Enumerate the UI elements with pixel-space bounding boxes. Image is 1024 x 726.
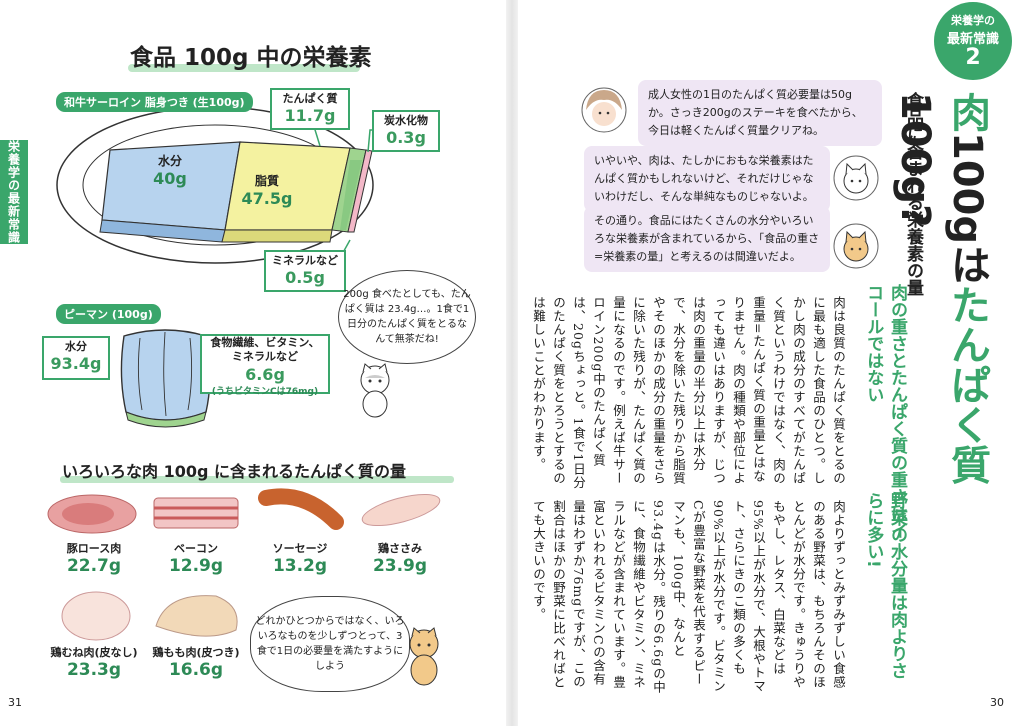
meat-value: 22.7g [66, 556, 122, 576]
left-page: 栄養学の最新常識 食品 100g 中の栄養素 和牛サーロイン 脂身つき (生10… [0, 0, 506, 726]
chicken-tender-image [361, 493, 441, 527]
title-part3: たんぱく質 [944, 284, 990, 485]
meat-value: 16.6g [168, 660, 224, 680]
steak-plate-illustration [56, 106, 380, 264]
section-badge: 栄養学の 最新常識 2 [934, 2, 1012, 80]
cat-avatar-icon [833, 155, 879, 201]
meat-value: 23.9g [372, 556, 428, 576]
left-title: 食品 100g 中の栄養素 [130, 45, 372, 71]
steak-protein-label: たんぱく質 [282, 92, 338, 105]
side-tab: 栄養学の最新常識 [0, 140, 28, 244]
badge-line1: 栄養学の [951, 14, 995, 27]
steak-water-value: 40g [153, 169, 187, 188]
pepper-illustration [120, 329, 211, 428]
body-1: 肉は良質のたんぱく質をとるのに最も適した食品のひとつ。しかし肉の成分のすべてがた… [531, 296, 846, 490]
pepper-water-box: 水分 93.4g [42, 336, 110, 380]
pepper-water-label: 水分 [65, 340, 87, 353]
chicken-thigh-image [155, 595, 238, 637]
steak-fat-label: 脂質 [254, 174, 279, 188]
bacon-image [153, 497, 239, 529]
pepper-fiber-box: 食物繊維、ビタミン、ミネラルなど 6.6g (うちビタミンCは76mg) [200, 334, 330, 397]
steak-carbs-value: 0.3g [386, 128, 426, 147]
body-2: 肉よりずっとみずみずしい食感のある野菜は、もちろんそのほとんどが水分です。きゅう… [531, 500, 846, 695]
steak-minerals-box: ミネラルなど 0.5g [264, 250, 346, 292]
meat-name: 鶏むね肉(皮なし) [50, 646, 138, 659]
meat-name: ベーコン [174, 542, 218, 555]
meat-1: 豚ロース肉 22.7g [44, 540, 144, 576]
main-title: 肉100gはたんぱく質 100g? [892, 92, 996, 612]
steak-carbs-label: 炭水化物 [384, 114, 428, 127]
meat-value: 23.3g [66, 660, 122, 680]
section2-title: いろいろな肉 100g に含まれるたんぱく質の量 [62, 462, 406, 481]
steak-fat: 脂質 47.5g [232, 172, 302, 208]
cat-speech-bubble: 200g 食べたとしても、たんぱく質は 23.4g…。1食で1日分のたんぱく質を… [338, 270, 476, 364]
pepper-vitamin-note: (うちビタミンCは76mg) [211, 386, 319, 397]
steak-water: 水分 40g [140, 152, 200, 188]
page-number-left: 31 [8, 696, 22, 709]
title-part4: 100g? [892, 92, 938, 228]
chicken-breast-image [61, 591, 131, 641]
chat-bubble-tabby: その通り。食品にはたくさんの水分やいろいろな栄養素が含まれているから、「食品の重… [584, 206, 830, 273]
meat-value: 12.9g [168, 556, 224, 576]
badge-number: 2 [965, 45, 981, 70]
chat-bubble-woman: 成人女性の1日のたんぱく質必要量は50gか。さっき200gのステーキを食べたから… [638, 80, 882, 147]
subtitle: 食品に含まれる栄養素の量 [903, 92, 923, 296]
meat-2: ベーコン 12.9g [146, 540, 246, 576]
meat-name: 鶏もも肉(皮つき) [152, 646, 240, 659]
meat-4: 鶏ささみ 23.9g [350, 540, 450, 576]
title-part1: 肉 [944, 92, 990, 132]
meat-name: 鶏ささみ [378, 542, 422, 555]
pork-loin-image [47, 494, 137, 534]
meat-name: 豚ロース肉 [66, 542, 122, 555]
steak-protein-value: 11.7g [284, 106, 336, 125]
steak-fat-value: 47.5g [241, 189, 293, 208]
title-part2: 100gは [944, 132, 990, 285]
steak-protein-box: たんぱく質 11.7g [270, 88, 350, 130]
sausage-image [258, 488, 344, 530]
book-gutter [506, 0, 518, 726]
woman-avatar-icon [581, 87, 627, 133]
heading-2: 野菜の水分量は肉よりさらに多い! [863, 492, 907, 679]
meat-6: 鶏もも肉(皮つき) 16.6g [146, 644, 246, 680]
steak-minerals-value: 0.5g [285, 268, 325, 287]
tabby-cat-icon [409, 627, 439, 686]
title-underline [128, 64, 360, 72]
meat-3: ソーセージ 13.2g [250, 540, 350, 576]
meat-name: ソーセージ [272, 542, 328, 555]
pepper-fiber-label: 食物繊維、ビタミン、ミネラルなど [210, 336, 320, 364]
cat-icon [360, 363, 390, 418]
heading-1: 肉の重さとたんぱく質の重さはイコールではない [863, 284, 907, 539]
chat-bubble-cat: いやいや、肉は、たしかにおもな栄養素はたんぱく質かもしれないけど、それだけじゃな… [584, 146, 830, 213]
steak-minerals-label: ミネラルなど [272, 254, 338, 267]
meat-5: 鶏むね肉(皮なし) 23.3g [44, 644, 144, 680]
meat-value: 13.2g [272, 556, 328, 576]
badge-line2: 最新常識 [946, 32, 999, 47]
pepper-label: ピーマン (100g) [56, 304, 161, 324]
steak-label: 和牛サーロイン 脂身つき (生100g) [56, 92, 253, 112]
tabby-avatar-icon [833, 223, 879, 269]
steak-water-label: 水分 [157, 154, 182, 168]
page-number-right: 30 [990, 696, 1004, 709]
pepper-fiber-value: 6.6g [245, 364, 285, 384]
cat-speech-bubble-2: どれかひとつからではなく、いろいろなものを少しずつとって、3食で1日の必要量を満… [250, 596, 410, 692]
pepper-water-value: 93.4g [50, 354, 102, 373]
steak-carbs-box: 炭水化物 0.3g [372, 110, 440, 152]
section2-underline [60, 476, 454, 483]
